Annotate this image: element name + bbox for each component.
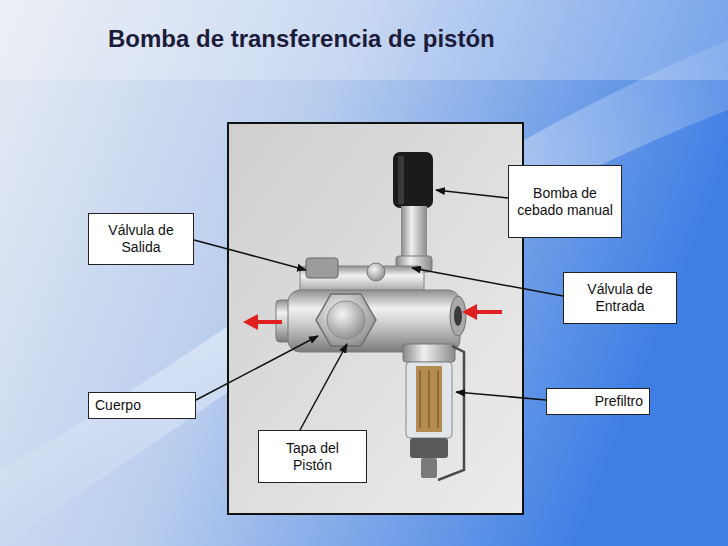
priming-knob: [393, 152, 433, 208]
flow-arrow: [243, 314, 282, 330]
retaining-clip: [438, 346, 464, 480]
callout-box: Cuerpo: [88, 392, 196, 419]
flow-arrow-shaft: [256, 320, 282, 324]
flow-arrow: [462, 304, 502, 320]
callout-label: Válvula de Entrada: [570, 281, 670, 315]
knob-highlight: [398, 156, 404, 204]
filter-element: [416, 366, 442, 432]
body-cylinder: [288, 290, 460, 352]
callout-label: Prefiltro: [553, 393, 643, 410]
photo-frame: [228, 123, 523, 514]
flow-arrow-head: [462, 304, 477, 320]
leader-line: [196, 336, 318, 400]
piston-cap-face: [327, 301, 365, 339]
callout-box: Válvula de Entrada: [563, 272, 677, 324]
filter-pleat: [419, 370, 421, 428]
filter-head: [403, 344, 455, 362]
slide-title: Bomba de transferencia de pistón: [108, 25, 495, 53]
leader-line: [194, 240, 306, 270]
leader-line: [412, 268, 563, 296]
callout-label: Bomba de cebado manual: [515, 185, 615, 219]
callout-box: Válvula de Salida: [88, 213, 194, 265]
leader-line: [456, 392, 546, 400]
callout-box: Bomba de cebado manual: [508, 165, 622, 238]
prefilter: [403, 344, 464, 480]
inlet-port: [450, 296, 466, 336]
callout-label: Válvula de Salida: [95, 222, 187, 256]
callout-label: Cuerpo: [95, 397, 189, 414]
title-band: [0, 0, 728, 80]
drain-screw: [421, 458, 437, 478]
priming-stem: [401, 206, 427, 262]
piston-cap-hex: [316, 294, 376, 346]
inlet-hole: [454, 306, 462, 326]
callout-label: Tapa del Pistón: [265, 440, 360, 474]
callout-box: Tapa del Pistón: [258, 430, 367, 483]
leader-line: [436, 190, 508, 198]
mount-lug: [367, 263, 385, 281]
flow-arrow-head: [243, 314, 258, 330]
callout-box: Prefiltro: [546, 388, 650, 415]
flow-arrow-shaft: [476, 310, 502, 314]
filter-bowl: [406, 362, 452, 438]
leader-line: [300, 344, 347, 430]
priming-pump: [393, 152, 433, 272]
bowl-nut: [410, 438, 448, 458]
background-swoosh: [0, 40, 728, 546]
filter-pleat: [428, 370, 430, 428]
filter-pleat: [437, 370, 439, 428]
outlet-valve: [306, 258, 338, 278]
